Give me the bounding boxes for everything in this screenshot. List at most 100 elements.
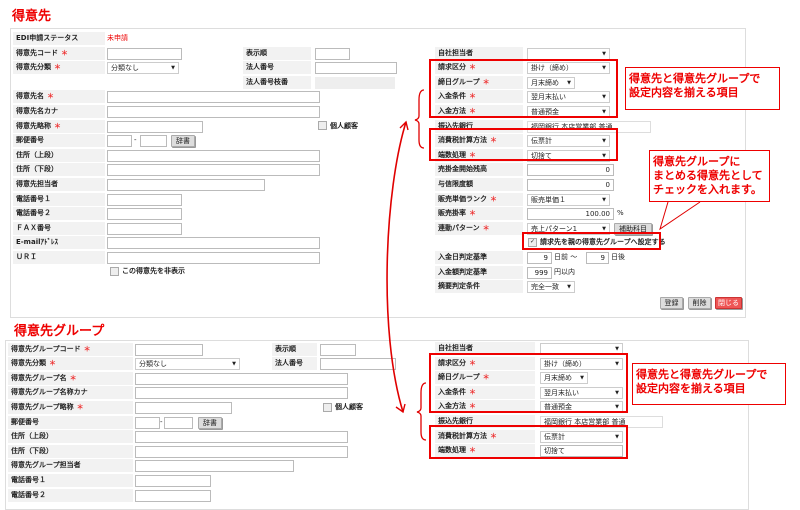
payment-terms-select[interactable]: 翌月末払い▼ (527, 91, 610, 104)
customer-name-kana-input[interactable] (107, 106, 320, 118)
email-input[interactable] (107, 237, 320, 250)
summary-condition-select[interactable]: 完全一致 ▼ (527, 281, 575, 294)
phone-2-input[interactable] (107, 208, 182, 221)
select-value: 分類なし (111, 64, 139, 73)
group-individual-customer-checkbox[interactable]: 個人顧客 (323, 401, 383, 414)
credit-limit-label: 与信限度額 (435, 178, 523, 191)
closing-group-select[interactable]: 月末締め ▼ (527, 76, 575, 89)
customer-short-name-input[interactable] (107, 120, 203, 133)
dictionary-button[interactable]: 辞書 (171, 135, 195, 148)
group-name-input[interactable] (135, 372, 348, 385)
chevron-down-icon: ▼ (567, 79, 571, 86)
hide-customer-label: この得意先を非表示 (122, 267, 185, 275)
close-button[interactable]: 閉じる (715, 297, 742, 309)
sub-account-button[interactable]: 補助科目 (614, 222, 652, 235)
required-mark: ＊ (490, 194, 497, 203)
register-button[interactable]: 登録 (660, 297, 683, 309)
days-before-input[interactable]: 9 (527, 252, 552, 264)
chevron-down-icon: ▼ (615, 346, 619, 352)
tax-calc-select[interactable]: 伝票計▼ (527, 135, 610, 148)
customer-name-input[interactable] (107, 91, 320, 104)
label-text: 得意先グループ担当者 (11, 461, 81, 470)
url-input[interactable] (107, 252, 320, 264)
callout-line: 得意先グループに (653, 155, 741, 168)
group-display-order-input[interactable] (320, 343, 356, 356)
group-tax-calc-select[interactable]: 伝票計 ▼ (540, 430, 623, 443)
chevron-down-icon: ▼ (602, 65, 606, 72)
group-code-input[interactable] (135, 343, 203, 356)
chevron-down-icon: ▼ (615, 433, 619, 440)
address-upper-input[interactable] (107, 149, 320, 162)
delete-button[interactable]: 削除 (688, 297, 711, 309)
group-rounding-input[interactable]: 切捨て (540, 445, 623, 458)
group-dictionary-button[interactable]: 辞書 (198, 416, 222, 429)
corporate-branch-input[interactable] (315, 76, 395, 89)
display-order-input[interactable] (315, 47, 350, 60)
group-postal-code-2-input[interactable] (164, 416, 193, 429)
customer-code-input[interactable] (107, 47, 182, 60)
group-staff-label: 自社担当者 (435, 342, 535, 355)
phone-2-input[interactable] (135, 489, 211, 502)
label-text: 得意先名カナ (16, 107, 58, 115)
label-text: 得意先担当者 (16, 180, 58, 188)
phone-1-input[interactable] (107, 193, 182, 206)
group-group-name-label: 得意先グループ名＊ (8, 371, 133, 385)
address-lower-input[interactable] (135, 445, 348, 458)
label-text: 販売単価ランク (438, 194, 487, 203)
label-text: 振込先銀行 (438, 417, 473, 425)
group-billing-type-select[interactable]: 掛け（締め）▼ (540, 357, 623, 370)
credit-limit-input[interactable]: 0 (527, 179, 614, 191)
group-payment-terms-select[interactable]: 翌月末払い▼ (540, 386, 623, 399)
customer-code-label: 得意先コード＊ (13, 46, 105, 60)
sales-rate-input[interactable]: 100.00 (527, 208, 614, 221)
group-corporate-number-input[interactable] (320, 358, 396, 371)
group-category-select[interactable]: 分類なし▼ (135, 358, 240, 371)
phone-1-input[interactable] (135, 474, 211, 487)
postal-code-1-input[interactable] (107, 135, 132, 148)
group-address-lower-label: 住所（下段） (8, 444, 133, 458)
address-lower-input[interactable] (107, 164, 320, 177)
select-value: 完全一致 (531, 283, 559, 292)
select-value: 掛け（締め） (544, 359, 586, 368)
customer-contact-input[interactable] (107, 179, 265, 191)
corporate-number-input[interactable] (315, 62, 397, 75)
select-value: 伝票計 (544, 432, 565, 441)
group-postal-code-1-input[interactable] (135, 416, 160, 429)
customer-short-name-label: 得意先略称＊ (13, 119, 105, 133)
parent-group-label: 請求先を親の得意先グループへ設定する (540, 238, 666, 246)
required-mark: ＊ (482, 77, 490, 86)
staff-select[interactable]: ▼ (527, 47, 610, 60)
rounding-select[interactable]: 切捨て▼ (527, 149, 610, 162)
group-payment-method-select[interactable]: 普通預金▼ (540, 401, 623, 414)
group-group-contact-label: 得意先グループ担当者 (8, 459, 133, 473)
address-upper-label: 住所（上段） (13, 148, 105, 162)
payment-amount-input[interactable]: 999 (527, 266, 552, 279)
label-text: 入金条件 (438, 387, 466, 396)
group-name-kana-input[interactable] (135, 387, 348, 400)
days-after-input[interactable]: 9 (586, 252, 609, 264)
price-rank-select[interactable]: 販売単価１▼ (527, 193, 610, 206)
payment-method-label: 入金方法＊ (435, 105, 523, 118)
hide-customer-checkbox[interactable]: この得意先を非表示 (110, 265, 220, 278)
required-mark: ＊ (469, 358, 476, 367)
label-text: 得意先グループ名称カナ (11, 388, 88, 397)
group-address-upper-label: 住所（上段） (8, 430, 133, 444)
label-text: 得意先分類 (16, 63, 51, 72)
customer-contact-label: 得意先担当者 (13, 178, 105, 191)
select-value: 月末締め (531, 78, 559, 87)
days-before-unit: 日前 ～ (554, 253, 578, 261)
group-contact-input[interactable] (135, 460, 294, 473)
chevron-down-icon: ▼ (567, 284, 571, 291)
fax-input[interactable] (107, 222, 182, 235)
parent-group-checkbox[interactable]: ✓請求先を親の得意先グループへ設定する (528, 236, 666, 249)
link-pattern-select[interactable]: 売上パターン1▼ (527, 222, 610, 235)
group-short-name-input[interactable] (135, 401, 232, 414)
billing-type-select[interactable]: 掛け（締め）▼ (527, 62, 610, 75)
customer-category-select[interactable]: 分類なし▼ (107, 62, 179, 75)
individual-customer-checkbox[interactable]: 個人顧客 (318, 120, 378, 133)
required-mark: ＊ (482, 223, 490, 232)
group-closing-group-select[interactable]: 月末締め▼ (540, 372, 588, 385)
address-upper-input[interactable] (135, 431, 348, 444)
ar-opening-input[interactable]: 0 (527, 164, 614, 177)
postal-code-2-input[interactable] (140, 135, 167, 148)
